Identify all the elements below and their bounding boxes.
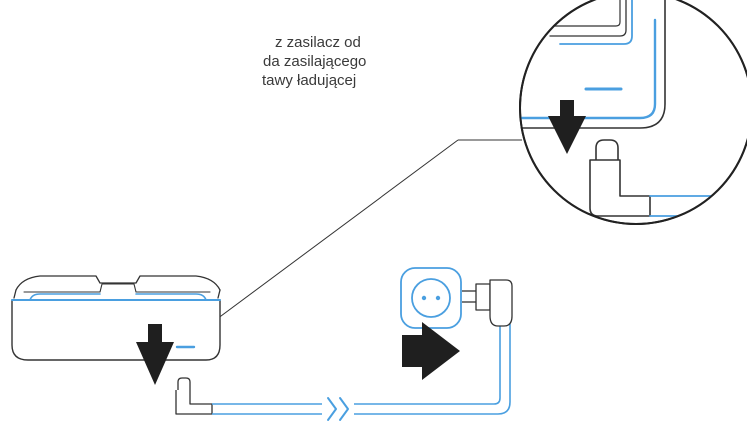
leader-line bbox=[185, 139, 459, 343]
cable-break-icon bbox=[327, 397, 349, 421]
wall-outlet-icon bbox=[400, 267, 462, 329]
down-arrow-icon bbox=[136, 324, 174, 385]
charging-base bbox=[11, 275, 221, 361]
instruction-text: z zasilacz od da zasilającego tawy ładuj… bbox=[0, 33, 367, 90]
instruction-line-2: da zasilającego bbox=[263, 53, 367, 70]
instruction-line-3: tawy ładującej bbox=[262, 72, 357, 89]
right-arrow-icon bbox=[402, 322, 460, 380]
power-cable bbox=[175, 324, 511, 415]
power-plug-icon bbox=[462, 279, 513, 327]
instruction-line-1: z zasilacz od bbox=[275, 34, 361, 51]
magnifier-circle bbox=[519, 0, 747, 225]
zoomed-down-arrow-icon bbox=[548, 100, 586, 154]
